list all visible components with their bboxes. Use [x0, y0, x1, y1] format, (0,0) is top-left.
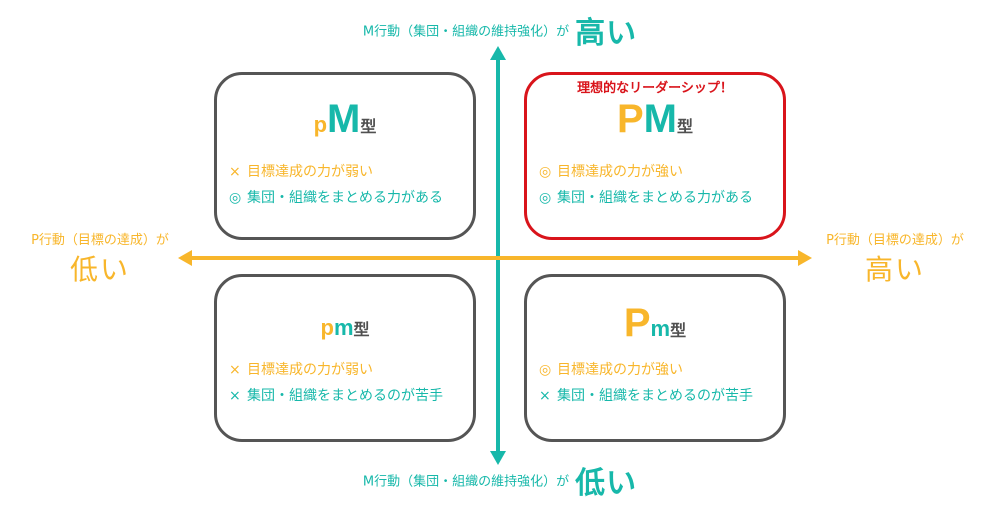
p-axis-high-caption: P行動（目標の達成）が — [826, 233, 964, 248]
m-axis-high-caption: M行動（集団・組織の維持強化）が — [362, 24, 570, 40]
m-letter: M — [327, 97, 361, 141]
m-axis-high-value: 高い — [575, 16, 638, 51]
list-item: ◎ 集団・組織をまとめる力がある — [229, 185, 443, 211]
list-item: ◎ 集団・組織をまとめる力がある — [539, 185, 753, 211]
double-circle-icon: ◎ — [229, 190, 242, 206]
arrow-down-icon — [490, 451, 506, 465]
line-text: 目標達成の力が弱い — [247, 362, 373, 378]
line-text: 目標達成の力が弱い — [247, 164, 373, 180]
list-item: × 集団・組織をまとめるのが苦手 — [539, 383, 753, 409]
m-letter: m — [333, 315, 354, 340]
list-item: × 目標達成の力が弱い — [229, 159, 443, 185]
line-text: 集団・組織をまとめるのが苦手 — [247, 388, 443, 404]
cross-icon: × — [539, 388, 551, 404]
double-circle-icon: ◎ — [539, 190, 552, 206]
double-circle-icon: ◎ — [539, 164, 552, 180]
m-axis-low-label: M行動（集団・組織の維持強化）が低い — [330, 458, 670, 502]
quadrant-lines: × 目標達成の力が弱い ◎ 集団・組織をまとめる力がある — [229, 159, 443, 211]
m-letter: M — [643, 97, 677, 141]
quadrant-lines: ◎ 目標達成の力が強い × 集団・組織をまとめるのが苦手 — [539, 357, 753, 409]
quadrant-PM: 理想的なリーダーシップ！ PM型 ◎ 目標達成の力が強い ◎ 集団・組織をまとめる力… — [524, 72, 786, 240]
cross-icon: × — [229, 164, 241, 180]
cross-icon: × — [229, 362, 241, 378]
quadrant-title: pm型 — [217, 315, 473, 341]
quadrant-pM: pM型 × 目標達成の力が弱い ◎ 集団・組織をまとめる力がある — [214, 72, 476, 240]
ideal-leadership-callout: 理想的なリーダーシップ！ — [577, 81, 733, 96]
p-letter: p — [320, 315, 334, 340]
type-suffix: 型 — [670, 321, 687, 340]
double-circle-icon: ◎ — [539, 362, 552, 378]
line-text: 目標達成の力が強い — [557, 362, 683, 378]
type-suffix: 型 — [360, 117, 377, 136]
list-item: ◎ 目標達成の力が強い — [539, 357, 753, 383]
type-suffix: 型 — [677, 117, 694, 136]
quadrant-title: PM型 — [527, 97, 783, 142]
line-text: 集団・組織をまとめる力がある — [557, 190, 753, 206]
p-axis-low-value: 低い — [69, 253, 130, 286]
m-axis-low-caption: M行動（集団・組織の維持強化）が — [362, 474, 570, 490]
line-text: 集団・組織をまとめるのが苦手 — [557, 388, 753, 404]
quadrant-title: Pm型 — [527, 301, 783, 346]
line-text: 集団・組織をまとめる力がある — [247, 190, 443, 206]
quadrant-lines: ◎ 目標達成の力が強い ◎ 集団・組織をまとめる力がある — [539, 159, 753, 211]
quadrant-title: pM型 — [217, 97, 473, 142]
m-letter: m — [650, 316, 671, 341]
p-axis-high-value: 高い — [864, 253, 925, 286]
quadrant-Pm: Pm型 ◎ 目標達成の力が強い × 集団・組織をまとめるのが苦手 — [524, 274, 786, 442]
type-suffix: 型 — [353, 320, 370, 339]
arrow-right-icon — [798, 250, 812, 266]
list-item: ◎ 目標達成の力が強い — [539, 159, 753, 185]
p-letter: P — [616, 97, 644, 141]
p-letter: p — [313, 112, 328, 137]
arrow-left-icon — [178, 250, 192, 266]
m-axis-low-value: 低い — [575, 466, 638, 501]
line-text: 目標達成の力が強い — [557, 164, 683, 180]
list-item: × 目標達成の力が弱い — [229, 357, 443, 383]
cross-icon: × — [229, 388, 241, 404]
quadrant-lines: × 目標達成の力が弱い × 集団・組織をまとめるのが苦手 — [229, 357, 443, 409]
m-axis-high-label: M行動（集団・組織の維持強化）が高い — [330, 8, 670, 52]
p-axis-line — [192, 256, 800, 260]
p-axis-low-label: P行動（目標の達成）が 低い — [0, 232, 200, 290]
p-axis-low-caption: P行動（目標の達成）が — [31, 233, 169, 248]
p-letter: P — [623, 301, 651, 345]
list-item: × 集団・組織をまとめるのが苦手 — [229, 383, 443, 409]
arrow-up-icon — [490, 46, 506, 60]
p-axis-high-label: P行動（目標の達成）が 高い — [795, 232, 995, 290]
quadrant-pm: pm型 × 目標達成の力が弱い × 集団・組織をまとめるのが苦手 — [214, 274, 476, 442]
